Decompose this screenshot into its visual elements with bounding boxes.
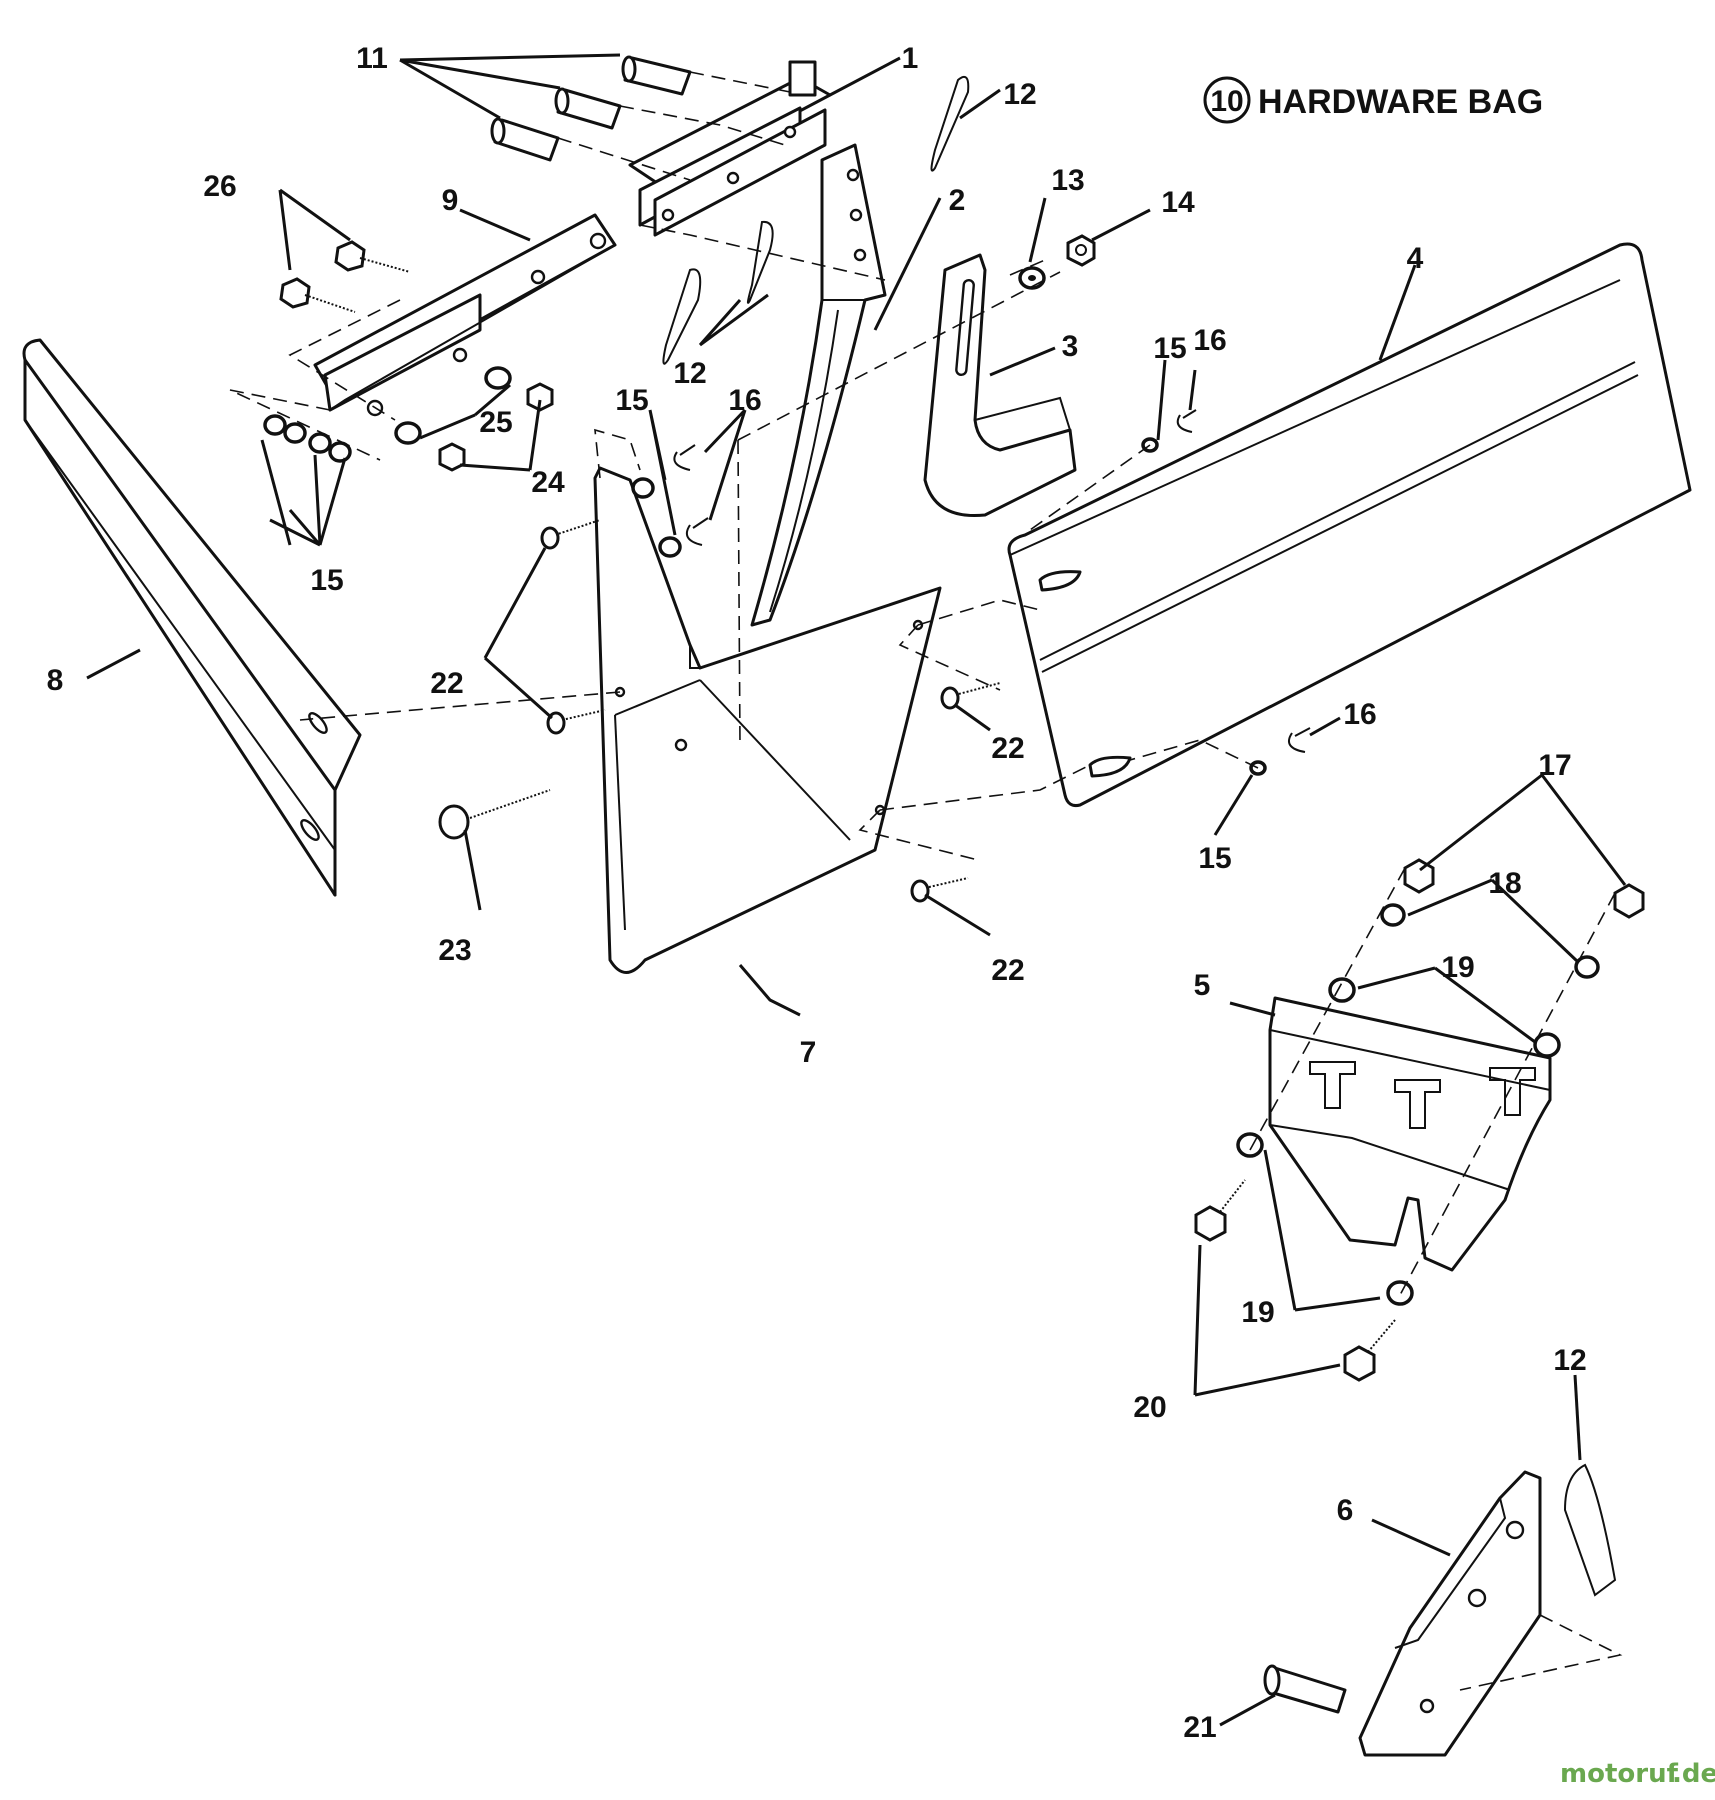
callout-22-mid: 22 (991, 732, 1024, 765)
callout-4: 4 (1407, 242, 1424, 275)
callout-15-left: 15 (310, 564, 343, 597)
part-12-clips (662, 76, 970, 365)
callout-18: 18 (1488, 867, 1521, 900)
hardware-small (263, 240, 1645, 1382)
callout-23: 23 (438, 934, 471, 967)
watermark-suffix: .de (1672, 1759, 1715, 1789)
part-4-wing (1007, 242, 1692, 807)
part-9-bracket (313, 213, 617, 417)
callout-9: 9 (442, 184, 459, 217)
hardware-13-14 (1018, 234, 1096, 290)
callout-22-lower: 22 (991, 954, 1024, 987)
callout-15-lower: 15 (1198, 842, 1231, 875)
part-6-hitch-block (1358, 1470, 1542, 1757)
callout-25: 25 (479, 406, 512, 439)
callout-19-lower: 19 (1241, 1296, 1274, 1329)
callout-15-right: 15 (1153, 332, 1186, 365)
callout-1: 1 (902, 42, 919, 75)
hardware-bag-label: HARDWARE BAG (1258, 83, 1543, 121)
hardware-bag-title: 10 HARDWARE BAG (1203, 76, 1543, 124)
callout-labels: 11 1 12 2 3 13 14 4 26 9 12 15 16 15 16 … (47, 42, 1587, 1744)
part-8-end-plate (22, 338, 362, 897)
watermark: motoruf .de (1560, 1759, 1715, 1789)
callout-26: 26 (203, 170, 236, 203)
callout-22-left: 22 (430, 667, 463, 700)
callout-12-mid: 12 (673, 357, 706, 390)
part-3-strap (923, 253, 1077, 518)
hardware-bag-number: 10 (1210, 85, 1243, 118)
callout-15-mid: 15 (615, 384, 648, 417)
callout-3: 3 (1062, 330, 1079, 363)
callout-17: 17 (1538, 749, 1571, 782)
callout-21: 21 (1183, 1711, 1216, 1744)
assembly-lines (229, 71, 1623, 1691)
hardware-bag-badge (1203, 76, 1251, 124)
watermark-main: motoruf (1560, 1759, 1679, 1789)
part-11-pins (490, 55, 692, 162)
callout-19-upper: 19 (1441, 951, 1474, 984)
callout-12-lower: 12 (1553, 1344, 1586, 1377)
callout-16-right: 16 (1193, 324, 1226, 357)
part-7-moldboard (593, 466, 942, 974)
callout-16-mid: 16 (728, 384, 761, 417)
callout-6: 6 (1337, 1494, 1354, 1527)
callout-5: 5 (1194, 969, 1211, 1002)
callout-13: 13 (1051, 164, 1084, 197)
part-21-pin (1263, 1664, 1347, 1714)
callout-24: 24 (531, 466, 565, 499)
part-5-shoe (1268, 996, 1552, 1272)
part-12-clip-lower (1563, 1463, 1617, 1597)
callout-14: 14 (1161, 186, 1195, 219)
callout-11: 11 (356, 42, 388, 75)
callout-12-top: 12 (1003, 78, 1036, 111)
callout-20: 20 (1133, 1391, 1166, 1424)
leader-lines (86, 53, 1627, 1727)
part-2-shank (750, 143, 887, 627)
callout-7: 7 (800, 1036, 817, 1069)
callout-2: 2 (949, 184, 966, 217)
callout-16-lower: 16 (1343, 698, 1376, 731)
callout-8: 8 (47, 664, 64, 697)
